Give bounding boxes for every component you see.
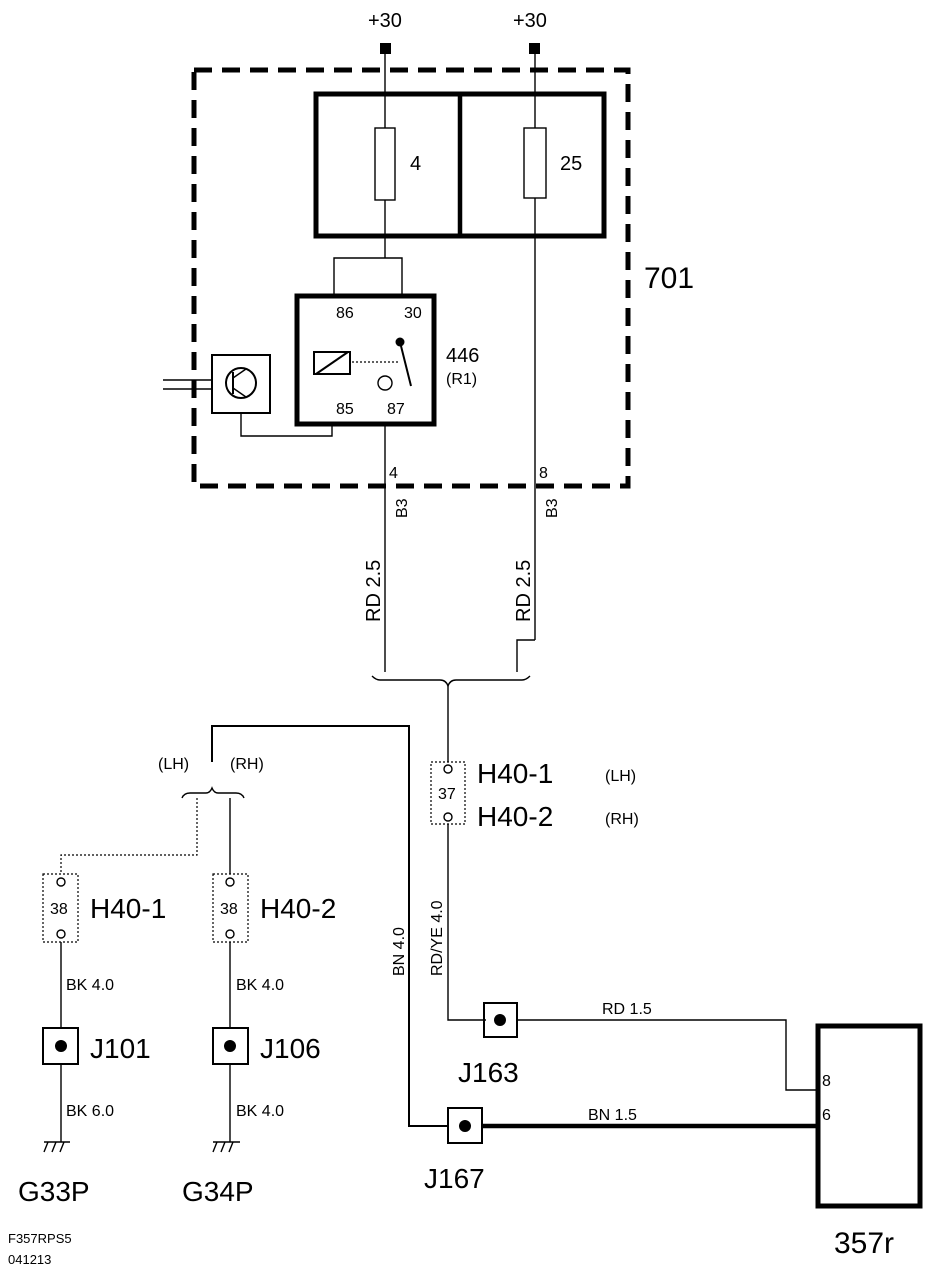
relay-id: 446 — [446, 345, 479, 367]
connector-h40-1-pin-bottom — [56, 929, 66, 939]
junction-j101-label: J101 — [90, 1033, 151, 1064]
junction-j167-label: J167 — [424, 1163, 485, 1194]
relay-pin-86: 86 — [336, 305, 354, 322]
wire-label-bk40-right-upper: BK 4.0 — [236, 977, 284, 994]
transistor-icon — [225, 367, 257, 399]
ground-g33p-label: G33P — [18, 1176, 90, 1207]
relay-switch-arm — [399, 341, 412, 387]
relay-contact-87 — [377, 375, 393, 391]
relay-coil-slash — [315, 351, 349, 375]
wire-label-rd-left: RD 2.5 — [363, 560, 385, 622]
connector-h40-37-pin-top — [443, 764, 453, 774]
connector-h40-2-main-side: (RH) — [605, 811, 639, 828]
component-357r-pin-6: 6 — [822, 1107, 831, 1124]
wire-label-rd-15: RD 1.5 — [602, 1001, 652, 1018]
relay-pin-30: 30 — [404, 305, 422, 322]
relay-ref: (R1) — [446, 371, 477, 388]
wire-label-rd-right: RD 2.5 — [513, 560, 535, 622]
transistor-collector — [232, 368, 247, 379]
supply-right-terminal — [529, 43, 540, 54]
ground-g34p-icon — [212, 1141, 240, 1153]
relay-coil-icon — [313, 351, 351, 375]
box-pin-right: 8 — [539, 465, 548, 482]
footer-code: F357RPS5 — [8, 1231, 72, 1246]
junction-j163-dot — [494, 1014, 506, 1026]
connector-h40-1-pin: 38 — [50, 901, 68, 918]
box-conn-left: B3 — [394, 498, 411, 518]
junction-j106-label: J106 — [260, 1033, 321, 1064]
ground-g34p-label: G34P — [182, 1176, 254, 1207]
supply-left-label: +30 — [368, 10, 402, 32]
footer-date: 041213 — [8, 1252, 51, 1267]
connector-h40-1-label: H40-1 — [90, 893, 166, 924]
wire-rdye-to-j163 — [447, 824, 486, 1021]
fuse-box-id: 701 — [644, 262, 694, 295]
relay-446-body — [294, 293, 437, 427]
connector-h40-2-label: H40-2 — [260, 893, 336, 924]
transistor-emitter — [232, 387, 247, 398]
junction-j106-dot — [224, 1040, 236, 1052]
junction-j163-label: J163 — [458, 1057, 519, 1088]
connector-h40-2-pin: 38 — [220, 901, 238, 918]
box-pin-left: 4 — [389, 465, 398, 482]
wire-right-jog — [516, 639, 535, 672]
relay-pin-85: 85 — [336, 401, 354, 418]
supply-left-terminal — [380, 43, 391, 54]
wire-label-rdye: RD/YE 4.0 — [429, 900, 446, 976]
connector-h40-2-main-label: H40-2 — [477, 801, 553, 832]
relay-pin-87: 87 — [387, 401, 405, 418]
connector-h40-1-main-side: (LH) — [605, 768, 636, 785]
wire-to-pin-30 — [385, 257, 403, 296]
wire-branch-lh — [60, 798, 198, 874]
fuse-25-label: 25 — [560, 153, 582, 175]
fuse-4-label: 4 — [410, 153, 421, 175]
connector-h40-37-pin: 37 — [438, 786, 456, 803]
box-conn-right: B3 — [544, 498, 561, 518]
branch-rh-label: (RH) — [230, 756, 264, 773]
connector-h40-1-main-label: H40-1 — [477, 758, 553, 789]
junction-j167-dot — [459, 1120, 471, 1132]
wire-label-bn-40: BN 4.0 — [391, 927, 408, 976]
connector-h40-1-pin-top — [56, 877, 66, 887]
wire-label-bk60-left: BK 6.0 — [66, 1103, 114, 1120]
splice-bracket — [371, 675, 531, 689]
wire-to-pin-86 — [333, 257, 385, 296]
component-357r-label: 357r — [834, 1227, 894, 1260]
branch-lh-label: (LH) — [158, 756, 189, 773]
wire-control-to-85 — [240, 413, 333, 437]
supply-right-label: +30 — [513, 10, 547, 32]
component-357r-pin-8: 8 — [822, 1073, 831, 1090]
branch-bracket — [181, 786, 245, 799]
wire-label-bk40-right-lower: BK 4.0 — [236, 1103, 284, 1120]
wire-label-bk40-left: BK 4.0 — [66, 977, 114, 994]
wire-label-bn-15: BN 1.5 — [588, 1107, 637, 1124]
connector-h40-37-pin-bottom — [443, 812, 453, 822]
connector-h40-2-pin-top — [225, 877, 235, 887]
wire-bn-40-main — [211, 725, 448, 1127]
control-module-box — [211, 354, 271, 414]
ground-g33p-icon — [43, 1141, 70, 1153]
fuse-relay-box-outline — [191, 67, 631, 489]
component-357r-box — [815, 1023, 923, 1209]
wire-j163-to-357r — [517, 1019, 818, 1091]
connector-h40-2-pin-bottom — [225, 929, 235, 939]
junction-j101-dot — [55, 1040, 67, 1052]
